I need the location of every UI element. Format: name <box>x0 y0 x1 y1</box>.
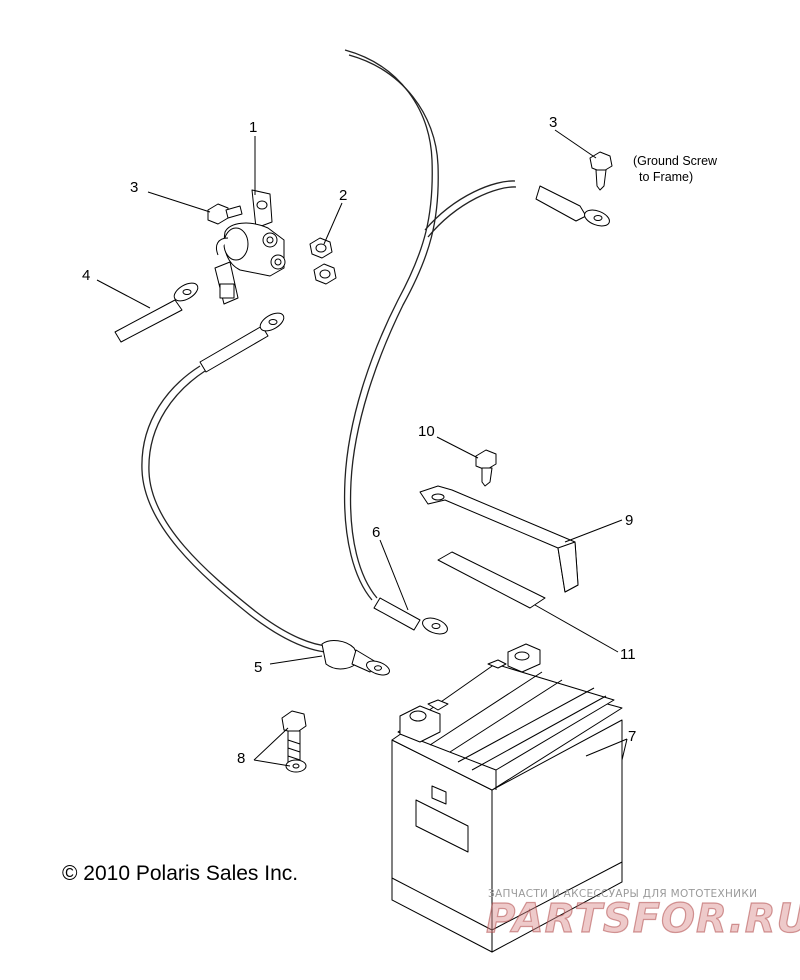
battery-bolt <box>281 710 307 767</box>
callout-2: 2 <box>339 187 347 204</box>
ground-screw-note-line2: to Frame) <box>639 170 693 184</box>
battery-washer <box>285 759 307 773</box>
callout-8: 8 <box>237 750 245 767</box>
hold-down-bracket <box>419 485 579 593</box>
ground-cable-end <box>535 185 610 227</box>
starter-solenoid <box>214 189 286 305</box>
cable-4 <box>114 282 199 343</box>
cable-6 <box>373 597 448 635</box>
battery <box>391 643 623 953</box>
screw-left <box>207 203 243 225</box>
battery-pad <box>437 551 546 609</box>
main-harness-wire <box>343 49 517 601</box>
watermark-brand: PARTSFOR.RU <box>486 896 800 942</box>
hold-down-screw <box>475 449 497 487</box>
callout-3-solenoid: 3 <box>130 179 138 196</box>
callout-6: 6 <box>372 524 380 541</box>
callout-4: 4 <box>82 267 90 284</box>
cable-5 <box>141 312 390 676</box>
copyright-notice: © 2010 Polaris Sales Inc. <box>62 862 298 885</box>
callout-11: 11 <box>620 646 636 663</box>
callout-5: 5 <box>254 659 262 676</box>
hex-nut-upper <box>309 237 333 259</box>
callout-9: 9 <box>625 512 633 529</box>
leader-lines <box>96 129 628 767</box>
hex-nut-lower <box>313 263 337 285</box>
callout-3-ground: 3 <box>549 114 557 131</box>
callout-7: 7 <box>628 728 636 745</box>
ground-screw <box>589 151 613 191</box>
callout-10: 10 <box>418 423 435 440</box>
callout-1: 1 <box>249 119 257 136</box>
watermark-caption: ЗАПЧАСТИ И АКСЕССУАРЫ ДЛЯ МОТОТЕХНИКИ <box>488 888 757 900</box>
ground-screw-note-line1: (Ground Screw <box>633 154 718 168</box>
